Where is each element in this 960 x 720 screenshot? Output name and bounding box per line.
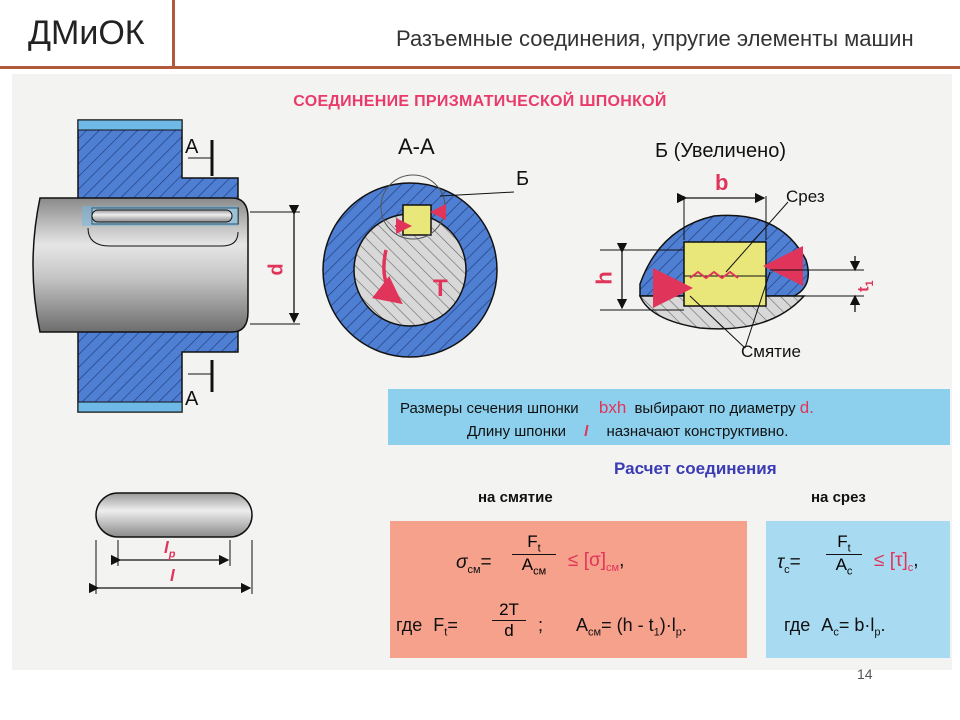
comma: ,: [619, 550, 625, 571]
crush-fraction: Ft Aсм: [512, 532, 556, 578]
height-h-label: h: [591, 271, 617, 285]
ft-fraction: 2T d: [492, 600, 526, 641]
shear-fraction: Ft Ac: [826, 532, 862, 578]
ft-sub: t: [444, 626, 448, 639]
area-expr: = b·l: [838, 615, 875, 635]
limit-text: ≤ [σ]: [568, 550, 606, 571]
slide-header: ДМиОК Разъемные соединения, упругие элем…: [0, 0, 960, 69]
section-mark-a-bottom: А: [185, 388, 199, 410]
equals: =: [447, 615, 458, 635]
area-a: A: [821, 615, 834, 635]
key-plan-view: [88, 492, 253, 594]
area-expr: = (h - t: [601, 615, 654, 635]
header-divider: [172, 0, 175, 68]
limit-sub: c: [907, 561, 914, 574]
diagram-title: СОЕДИНЕНИЕ ПРИЗМАТИЧЕСКОЙ ШПОНКОЙ: [293, 93, 667, 110]
shear-formula-box: [766, 521, 950, 658]
num-sub: t: [537, 542, 541, 555]
limit-text: ≤ [τ]: [874, 550, 908, 571]
lp-sub: p: [675, 626, 682, 639]
width-b-label: b: [715, 170, 729, 195]
period: .: [880, 615, 886, 635]
info-text: Длину шпонки: [467, 423, 566, 440]
page-number: 14: [857, 666, 873, 682]
header-underline: [0, 66, 960, 69]
num-f: F: [837, 532, 848, 551]
info-d: d.: [799, 398, 814, 417]
working-length-label: lp: [164, 538, 175, 560]
crush-label: Смятие: [741, 342, 801, 361]
shear-where: где Ac= b·lp.: [784, 615, 885, 639]
diameter-label: d: [265, 263, 288, 276]
crush-calc-title: на смятие: [478, 489, 553, 506]
semicolon: ;: [538, 615, 544, 635]
comma: ,: [913, 550, 919, 571]
equals: =: [480, 552, 492, 573]
section-aa-view: [322, 174, 515, 358]
where-word: где: [396, 615, 423, 635]
crush-sigma: σсм=: [456, 552, 492, 576]
equals: =: [789, 552, 801, 573]
den-a: A: [521, 555, 534, 575]
torque-label: T: [433, 275, 448, 302]
area-a: A: [576, 615, 589, 635]
logo-text: ДМиОК: [28, 14, 145, 52]
shear-limit: ≤ [τ]c,: [874, 550, 919, 574]
ft-symbol: F: [433, 615, 445, 635]
lp-text: l: [164, 538, 169, 557]
sigma-symbol: σ: [456, 552, 468, 573]
lp-sub: p: [168, 548, 176, 561]
info-text: Размеры сечения шпонки: [400, 400, 579, 417]
crush-area: Aсм= (h - t1)·lp.: [576, 615, 687, 639]
sigma-sub: см: [467, 563, 481, 576]
slide-subtitle: Разъемные соединения, упругие элементы м…: [396, 26, 914, 51]
depth-t-label: t1: [856, 280, 876, 291]
period: .: [681, 615, 687, 635]
crush-where: где Ft=: [396, 615, 458, 639]
info-line-1: Размеры сечения шпонки bxh выбирают по д…: [400, 398, 814, 418]
crush-formula-box: [390, 521, 747, 658]
hub-shaft-view: [32, 119, 300, 413]
shear-tau: τc=: [777, 552, 801, 576]
ft-num: 2T: [492, 600, 526, 621]
calculation-title: Расчет соединения: [614, 459, 777, 478]
detail-b-marker: Б: [516, 168, 530, 190]
section-b-view: [600, 192, 864, 349]
section-b-label: Б (Увеличено): [655, 140, 786, 162]
shear-label: Срез: [786, 187, 825, 206]
depth-t-text: t: [855, 286, 873, 292]
den-a: A: [835, 555, 847, 575]
tau-sub: c: [784, 563, 790, 576]
t-sub: 1: [653, 626, 660, 639]
limit-sub: см: [606, 561, 620, 574]
ft-den: d: [504, 621, 514, 640]
info-text: назначают конструктивно.: [606, 423, 789, 440]
den-sub: см: [533, 565, 547, 578]
crush-limit: ≤ [σ]см,: [568, 550, 624, 574]
area-tail: )·l: [659, 615, 676, 635]
num-f: F: [527, 532, 538, 551]
area-sub: см: [588, 626, 602, 639]
info-bxh: bxh: [598, 398, 627, 417]
info-l: l: [584, 423, 589, 440]
where-word: где: [784, 615, 811, 635]
shear-calc-title: на срез: [811, 489, 866, 506]
depth-t-sub: 1: [863, 280, 876, 287]
area-sub: c: [833, 626, 839, 639]
lp-sub: p: [874, 626, 881, 639]
key-length-label: l: [170, 566, 175, 585]
tau-symbol: τ: [777, 552, 785, 573]
info-box: [388, 389, 950, 445]
info-line-2: Длину шпонки l назначают конструктивно.: [467, 423, 788, 440]
num-sub: t: [847, 542, 851, 555]
section-mark-a-top: А: [185, 136, 199, 158]
den-sub: c: [846, 565, 853, 578]
section-aa-label: А-А: [398, 134, 435, 159]
info-text: выбирают по диаметру: [634, 400, 796, 417]
